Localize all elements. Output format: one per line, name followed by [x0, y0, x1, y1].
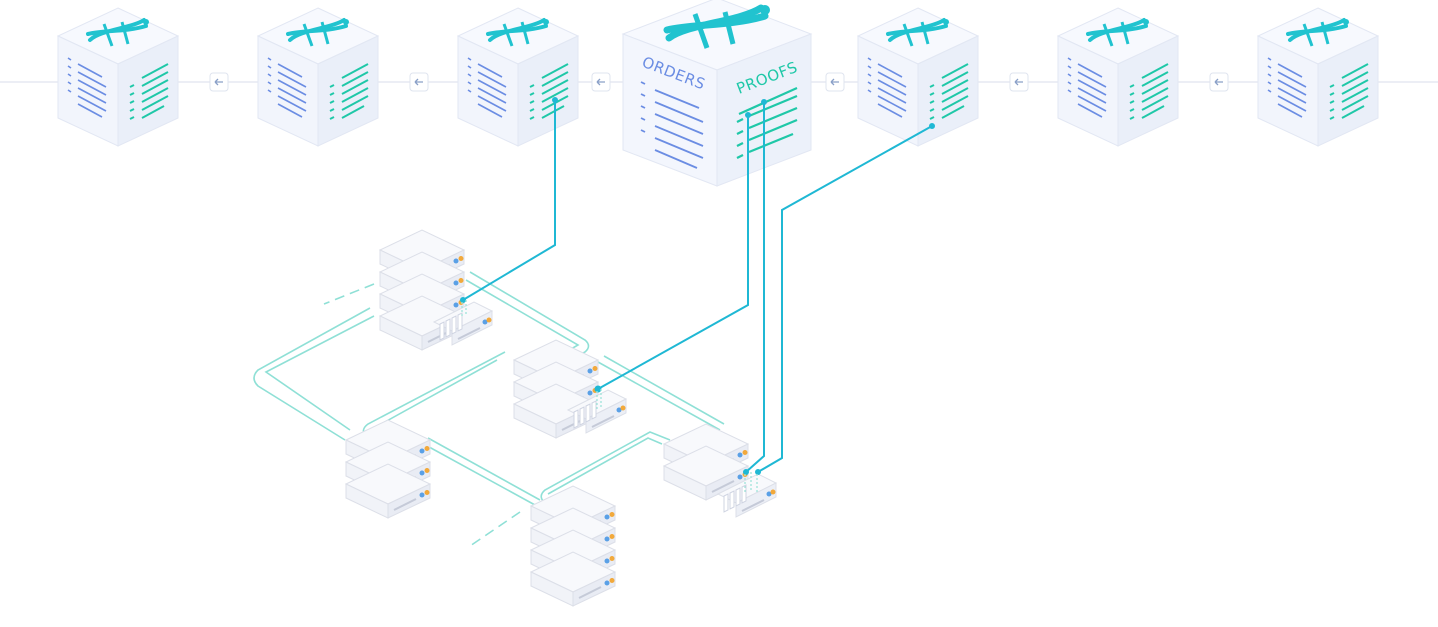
arrow-left-icon [1009, 72, 1029, 92]
data-drop-marks [461, 300, 758, 492]
connector-line [462, 100, 556, 301]
center-block: ORDERS PROOFS [621, 0, 813, 187]
connector-line [745, 102, 765, 473]
block-cube [56, 6, 180, 148]
arrow-left-icon [209, 72, 229, 92]
block-cube [256, 6, 380, 148]
server-node [513, 339, 627, 439]
server-node [530, 485, 616, 607]
block-to-server-connectors [462, 100, 933, 473]
lbc-currency-icon [663, 4, 770, 49]
server-node [379, 229, 493, 351]
arrow-left-icon [409, 72, 429, 92]
connector-line [757, 125, 933, 473]
arrow-left-icon [591, 72, 611, 92]
block-cube [856, 6, 980, 148]
arrow-left-icon [1209, 72, 1229, 92]
block-cube [456, 6, 580, 148]
connector-endpoints [460, 97, 935, 475]
block-cube [1056, 6, 1180, 148]
chain-links [209, 72, 1229, 92]
arrow-left-icon [825, 72, 845, 92]
connector-line [597, 115, 749, 390]
server-node [345, 419, 431, 519]
block-cube [1256, 6, 1380, 148]
